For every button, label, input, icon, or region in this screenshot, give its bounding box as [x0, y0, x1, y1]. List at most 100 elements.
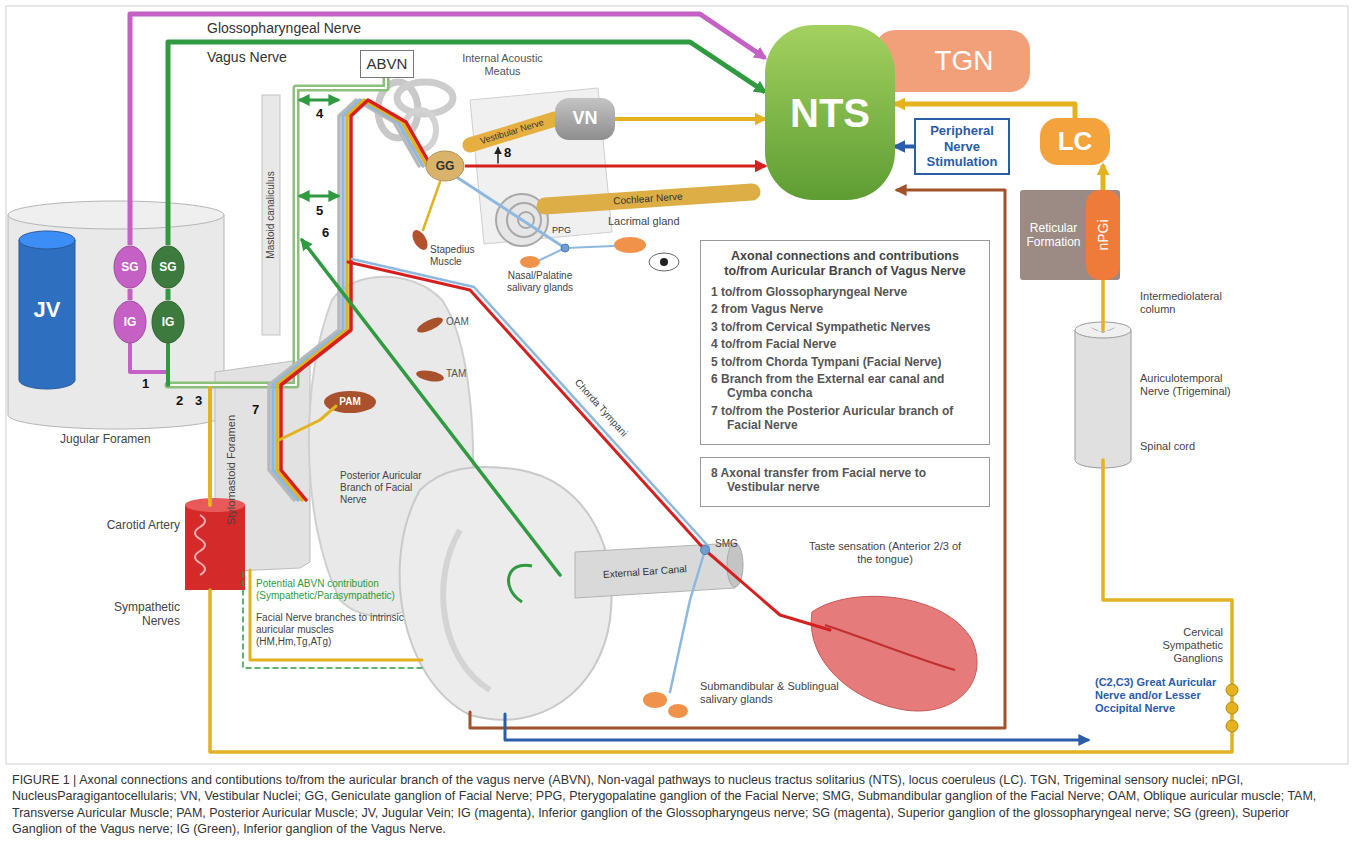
- spinal-cord: [1075, 330, 1131, 468]
- part-label: SMG: [715, 538, 738, 550]
- node-text: 2 from Vagus Nerve: [711, 302, 979, 316]
- part-label: Carotid Artery: [100, 518, 180, 532]
- facial-nerve-fibre: [281, 100, 431, 500]
- nerve-connector: [1101, 165, 1106, 190]
- auriculotemporal-nerve: [470, 190, 1005, 728]
- lacrimal-gland: [614, 237, 646, 253]
- callout-number: 5: [316, 203, 323, 219]
- oblique-auricular-muscle: [415, 315, 445, 336]
- potential-abvn-branch: [243, 572, 425, 668]
- abvn-box: ABVN: [360, 50, 414, 78]
- node-text: LC: [1058, 126, 1093, 157]
- nerve-connector: [615, 117, 765, 121]
- intrinsic-muscle-branch: [250, 570, 422, 660]
- node-text: 4 to/from Facial Nerve: [711, 337, 979, 351]
- carotid-nerve: [195, 515, 205, 575]
- node-text: nPGi: [1095, 219, 1112, 250]
- part-label: Chorda Tympani: [571, 375, 632, 440]
- part-label: Taste sensation (Anterior 2/3 of the ton…: [800, 540, 970, 566]
- edge-label: Glossopharyngeal Nerve: [205, 20, 363, 37]
- nucleus-box: VN: [555, 98, 615, 140]
- node-text: IG: [162, 315, 175, 329]
- nerve-connector: [895, 145, 914, 149]
- part-label: Submandibular & Sublingual salivary glan…: [700, 680, 850, 706]
- ganglion-shape: [114, 246, 146, 288]
- node-text: 8 Axonal transfer from Facial nerve to V…: [711, 466, 979, 495]
- sympathetic-ganglion: [1226, 702, 1238, 714]
- callout-number: 6: [322, 225, 329, 241]
- node-text: JV: [34, 297, 61, 323]
- ganglion: SG: [113, 245, 147, 289]
- ganglion: SG: [151, 245, 185, 289]
- lacrimal-fibre: [565, 246, 614, 248]
- node-text: Peripheral Nerve Stimulation: [919, 123, 1005, 170]
- part-label: Potential ABVN contribution (Sympathetic…: [256, 578, 396, 602]
- mastoid-canaliculus: [262, 95, 280, 335]
- nucleus-box: NTS: [765, 25, 895, 200]
- parasympathetic-fibre: [458, 178, 565, 248]
- great-auricular-nerve: [505, 714, 1088, 740]
- part-label: Stapedius Muscle: [430, 244, 485, 268]
- pupil: [660, 258, 668, 266]
- posterior-auricular-branch: [279, 406, 336, 440]
- sympathetic-branch: [208, 388, 212, 505]
- stimulation-box: Peripheral Nerve Stimulation: [914, 118, 1010, 175]
- ganglion-shape: [152, 246, 184, 288]
- key-box: 8 Axonal transfer from Facial nerve to V…: [700, 457, 990, 507]
- edge-label: Vagus Nerve: [205, 49, 289, 66]
- abvn-nerve: [168, 78, 386, 385]
- ganglion-shape: [426, 151, 464, 181]
- node-text: TGN: [934, 44, 993, 78]
- nasal-gland: [520, 256, 540, 268]
- smg-ganglion: [701, 546, 710, 555]
- part-label: Lacrimal gland: [608, 215, 680, 228]
- key-box: Axonal connections and contributions to/…: [700, 240, 990, 445]
- part-label: Mastoid canaliculus: [265, 171, 277, 258]
- facial-link-arrow: [300, 99, 338, 102]
- part-label: Facial Nerve branches to intrinsic auric…: [256, 612, 406, 648]
- auricle-fold: [443, 530, 490, 690]
- callout-number: 4: [316, 106, 323, 122]
- nucleus-box: TGN: [875, 30, 1030, 92]
- figure-frame: [6, 6, 1348, 764]
- ear-canal: [575, 543, 735, 598]
- node-text: VN: [572, 108, 597, 130]
- chorda-tympani-blue: [352, 259, 709, 547]
- node-text: SG: [159, 260, 176, 274]
- tongue: [811, 596, 977, 711]
- part-label: Internal Acoustic Meatus: [455, 52, 550, 78]
- part-label: Sympathetic Nerves: [95, 600, 180, 629]
- region-box: Reticular FormationnPGi: [1020, 190, 1120, 280]
- axonal-transfer-arrow: [497, 148, 499, 163]
- nerve-connector: [895, 104, 1075, 118]
- nerve-connector: [130, 14, 765, 245]
- node-text: NTS: [790, 89, 870, 137]
- vein-top: [19, 231, 75, 249]
- part-label: Stylomastoid Foramen: [225, 415, 238, 525]
- nerve-connector: [128, 289, 133, 300]
- callout-number: 7: [252, 402, 259, 418]
- part-label: Posterior Auricular Branch of Facial Ner…: [340, 470, 435, 506]
- callout-number: 8: [504, 145, 511, 161]
- node-text: GG: [436, 159, 455, 173]
- chorda-link-arrow: [300, 195, 338, 198]
- callout-number: 3: [195, 393, 202, 409]
- ganglion: GG: [425, 150, 465, 182]
- ganglion-shape: [152, 301, 184, 343]
- glossopharyngeal-branch: [130, 344, 168, 372]
- part-label: Auriculotemporal Nerve (Trigeminal): [1140, 372, 1235, 398]
- eye: [649, 253, 679, 271]
- tongue-midline: [825, 625, 955, 670]
- nucleus-box: nPGi: [1086, 190, 1120, 280]
- node-text: 7 to/from the Posterior Auricular branch…: [711, 404, 979, 433]
- ganglion: IG: [113, 300, 147, 344]
- node-text: 3 to/from Cervical Sympathetic Nerves: [711, 320, 979, 334]
- node-text: IG: [124, 315, 137, 329]
- salivary-gland: [668, 704, 688, 718]
- ganglion-shape: [114, 301, 146, 343]
- node-text: SG: [121, 260, 138, 274]
- node-text: 5 to/from Chorda Tympani (Facial Nerve): [711, 355, 979, 369]
- part-label: PAM: [339, 396, 360, 408]
- jugular-foramen: [8, 215, 224, 429]
- node-text: 1 to/from Glossopharyngeal Nerve: [711, 285, 979, 299]
